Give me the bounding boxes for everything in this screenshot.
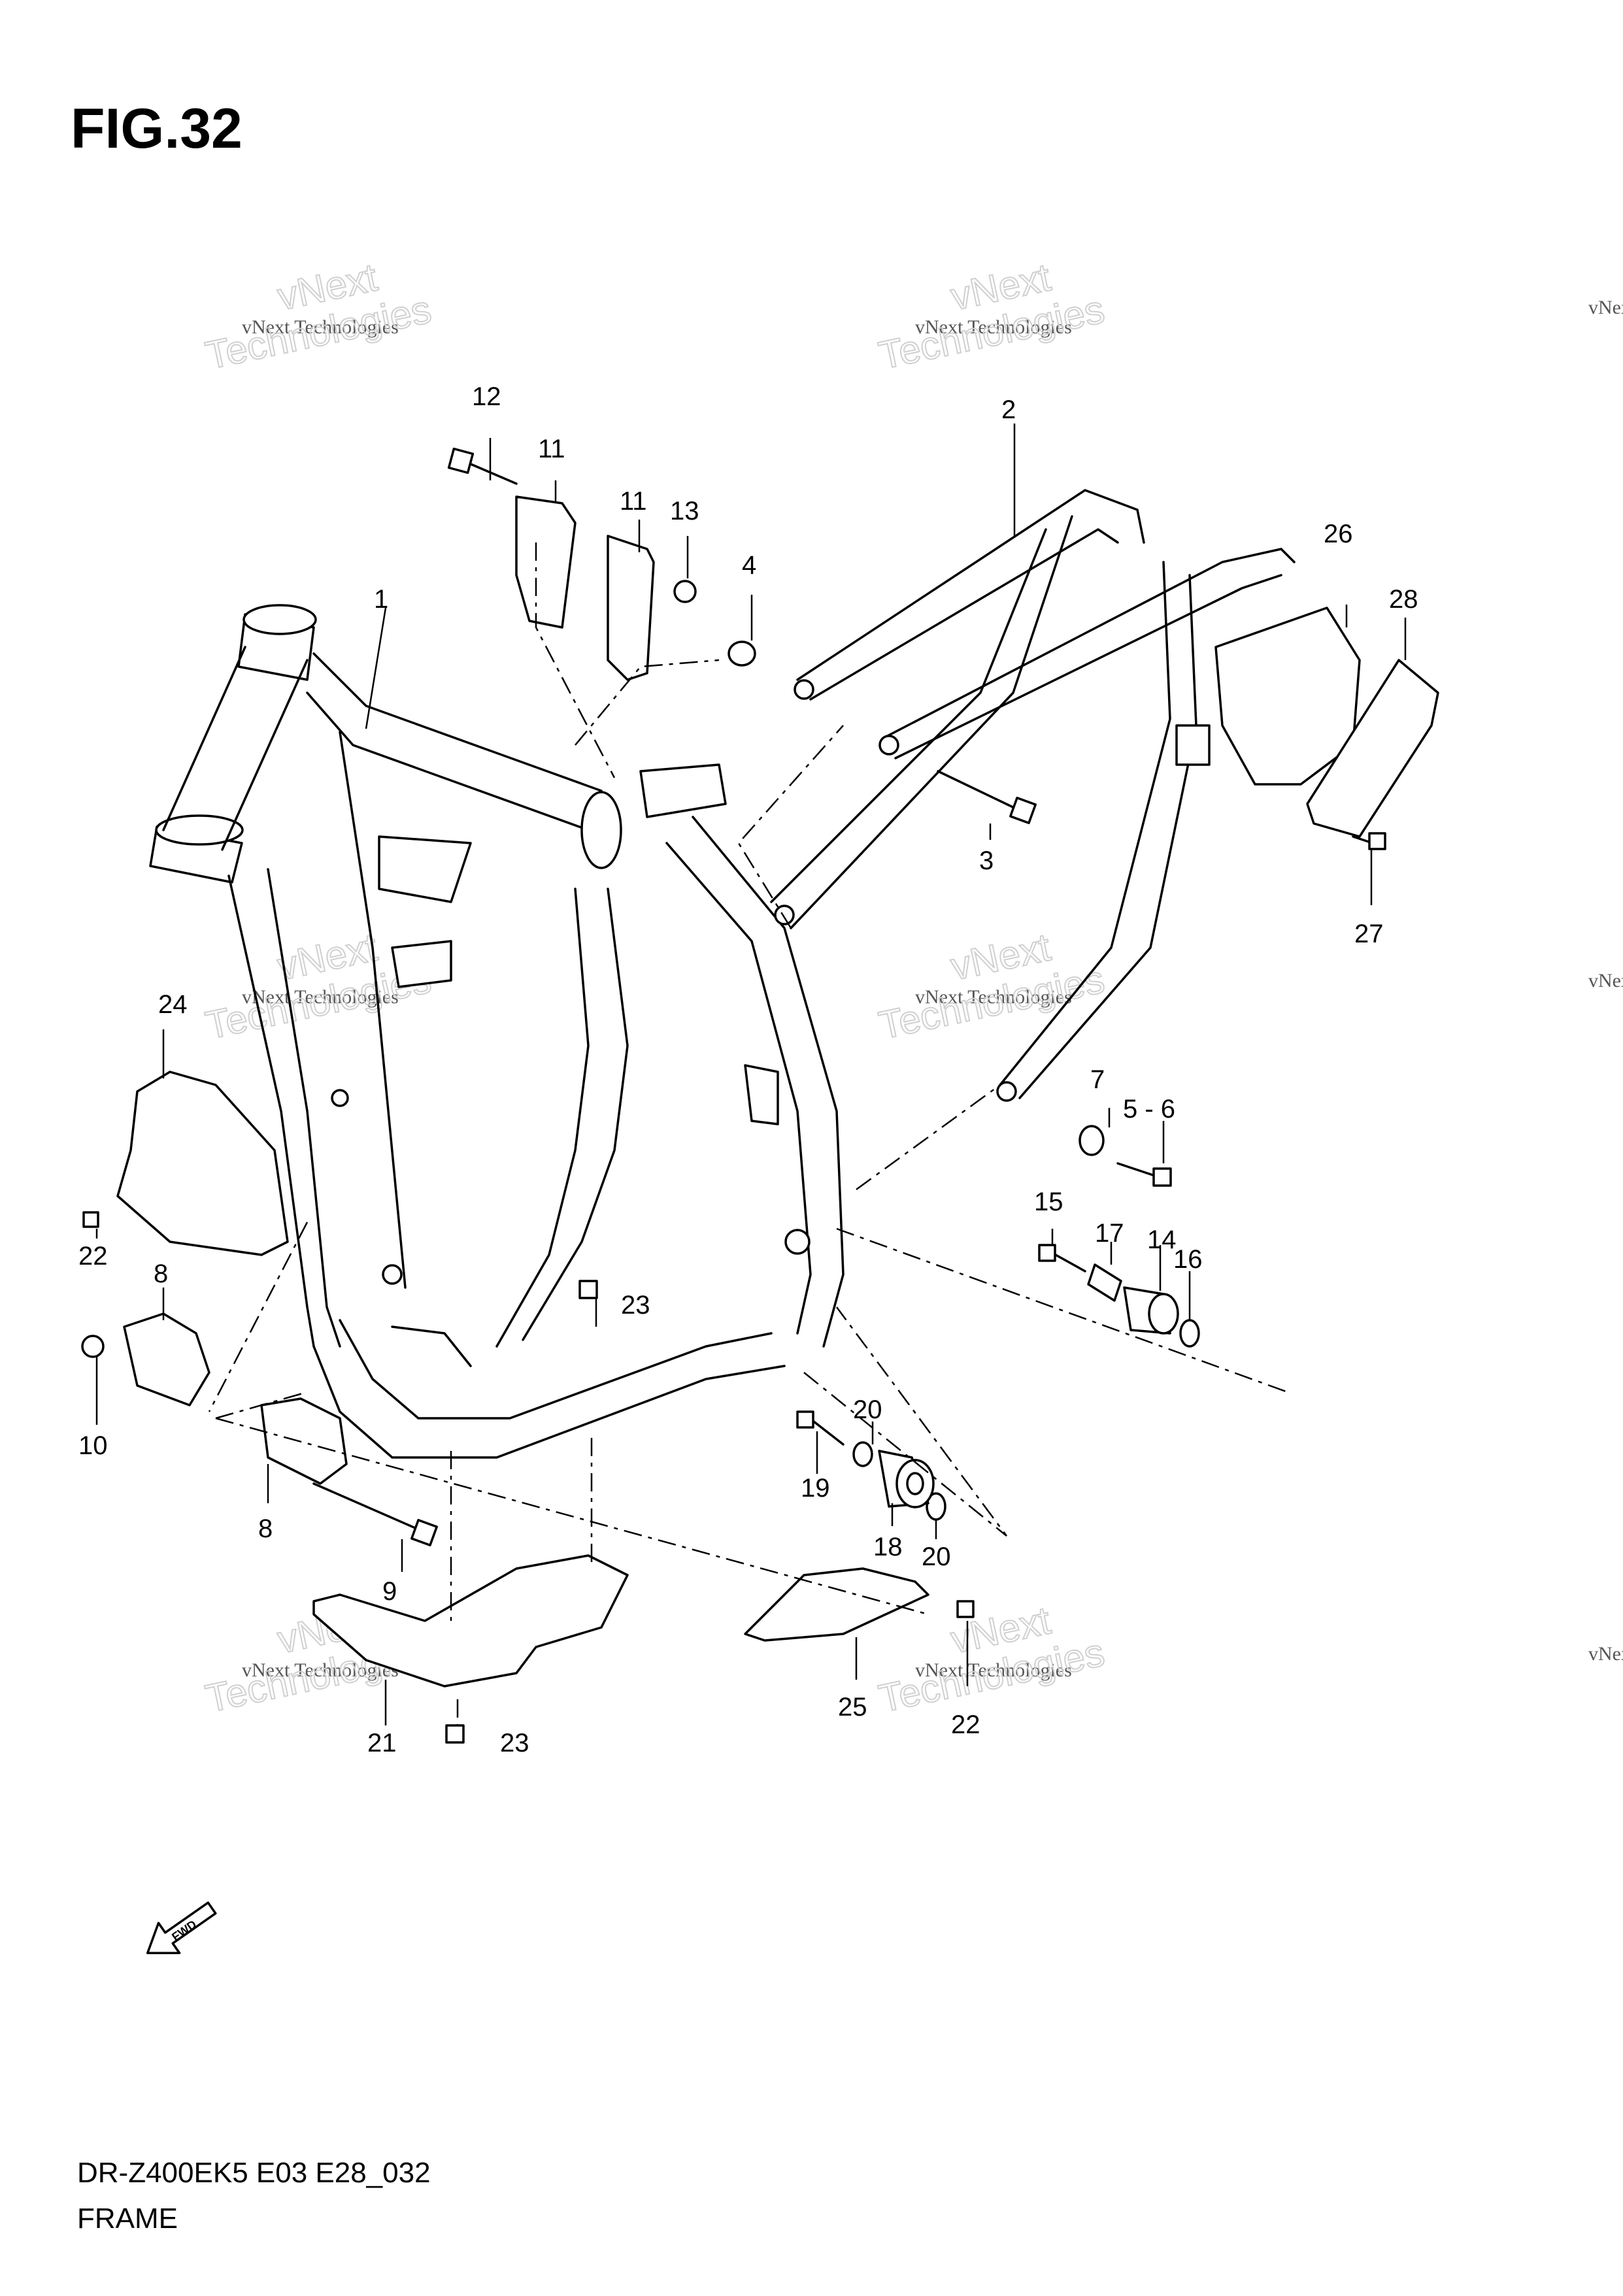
watermark-right-edge-low: vNext xyxy=(1588,1643,1623,1665)
bolt-19 xyxy=(796,1410,845,1446)
nut-10 xyxy=(81,1335,105,1358)
ecu-box-26 xyxy=(1214,607,1361,786)
callout-22b: 22 xyxy=(951,1710,980,1739)
engine-plate-8b xyxy=(260,1397,348,1485)
callout-11b: 11 xyxy=(620,487,647,516)
figure-label: FIG.32 xyxy=(71,97,243,160)
nut-13 xyxy=(673,580,697,603)
callout-20a: 20 xyxy=(853,1395,882,1424)
main-frame xyxy=(149,604,845,1459)
callout-20b: 20 xyxy=(922,1542,951,1571)
watermark-right-edge-top: vNext xyxy=(1588,297,1623,318)
svg-text:vNext: vNext xyxy=(1588,970,1623,991)
callout-22a: 22 xyxy=(78,1242,108,1271)
callout-13: 13 xyxy=(670,497,699,525)
bolt-5-6 xyxy=(1116,1162,1172,1187)
callout-4: 4 xyxy=(742,551,756,580)
projection-lines xyxy=(208,542,1288,1725)
skid-plate-21 xyxy=(312,1554,629,1688)
callout-1: 1 xyxy=(374,585,388,614)
callout-18: 18 xyxy=(873,1533,903,1561)
diagram-name: FRAME xyxy=(77,2203,178,2235)
callout-8a: 8 xyxy=(154,1259,168,1288)
callout-7: 7 xyxy=(1090,1065,1105,1094)
roller-14 xyxy=(1123,1286,1179,1335)
callout-19: 19 xyxy=(801,1474,830,1503)
bolt-15 xyxy=(1038,1244,1086,1273)
callout-24: 24 xyxy=(158,990,188,1019)
callout-17: 17 xyxy=(1095,1219,1124,1248)
washer-7 xyxy=(1079,1125,1105,1156)
forward-arrow-icon: FWD xyxy=(146,1901,217,1954)
frame-guard-24 xyxy=(116,1071,289,1256)
roller-18 xyxy=(878,1450,935,1508)
rear-subframe xyxy=(770,489,1296,1102)
callout-21: 21 xyxy=(367,1729,397,1757)
bolt-22b xyxy=(956,1600,975,1618)
callout-27: 27 xyxy=(1354,920,1384,948)
diagram-code: DR-Z400EK5 E03 E28_032 xyxy=(77,2157,431,2189)
watermark-top-left: vNext Technologies vNext Technologies xyxy=(201,254,436,378)
svg-text:vNext Technologies: vNext Technologies xyxy=(242,316,399,338)
svg-text:vNext Technologies: vNext Technologies xyxy=(915,986,1072,1008)
callout-26: 26 xyxy=(1324,520,1353,548)
callout-11a: 11 xyxy=(538,435,565,463)
watermark-mid-center: vNext Technologies vNext Technologies xyxy=(875,924,1109,1048)
svg-text:vNext: vNext xyxy=(1588,297,1623,318)
svg-text:vNext: vNext xyxy=(1588,1643,1623,1665)
leader-lines xyxy=(95,424,1407,1725)
bolt-3 xyxy=(937,770,1037,824)
bolt-22a xyxy=(82,1211,99,1228)
watermark-low-center: vNext Technologies vNext Technologies xyxy=(875,1597,1109,1721)
chain-guard-25 xyxy=(744,1567,929,1642)
callout-9: 9 xyxy=(382,1577,397,1606)
callout-2: 2 xyxy=(1001,395,1016,424)
bolt-23b xyxy=(445,1724,465,1744)
callout-15: 15 xyxy=(1034,1188,1063,1216)
engine-mount-bracket-11b xyxy=(607,535,655,681)
callout-5-6: 5 - 6 xyxy=(1123,1095,1175,1123)
callout-28: 28 xyxy=(1389,585,1418,614)
nut-4 xyxy=(728,641,756,667)
callout-8b: 8 xyxy=(258,1514,273,1543)
bolt-23a xyxy=(578,1280,598,1299)
callout-labels: 1 2 3 4 5 - 6 7 8 8 9 10 11 11 12 13 14 … xyxy=(78,382,1418,1757)
watermark-top-center: vNext Technologies vNext Technologies xyxy=(875,254,1109,378)
callout-16: 16 xyxy=(1173,1245,1203,1274)
ecu-cover-28 xyxy=(1306,659,1439,838)
bolt-9 xyxy=(312,1482,438,1546)
callout-23a: 23 xyxy=(621,1291,650,1320)
watermark-right-edge-mid: vNext xyxy=(1588,970,1623,991)
callout-10: 10 xyxy=(78,1431,108,1460)
callout-3: 3 xyxy=(979,846,994,875)
callout-25: 25 xyxy=(838,1693,867,1722)
bolt-12 xyxy=(447,447,518,485)
engine-plate-8a xyxy=(123,1312,210,1406)
callout-14: 14 xyxy=(1147,1225,1177,1254)
collar-17 xyxy=(1087,1263,1122,1302)
callout-12: 12 xyxy=(472,382,501,411)
svg-text:vNext Technologies: vNext Technologies xyxy=(242,986,399,1008)
washer-16 xyxy=(1179,1319,1200,1348)
callout-23b: 23 xyxy=(500,1729,529,1757)
engine-mount-bracket-11a xyxy=(515,495,577,629)
washer-20a xyxy=(852,1441,873,1467)
svg-text:vNext Technologies: vNext Technologies xyxy=(915,316,1072,338)
svg-text:vNext Technologies: vNext Technologies xyxy=(915,1659,1072,1681)
bolt-27 xyxy=(1352,832,1386,850)
